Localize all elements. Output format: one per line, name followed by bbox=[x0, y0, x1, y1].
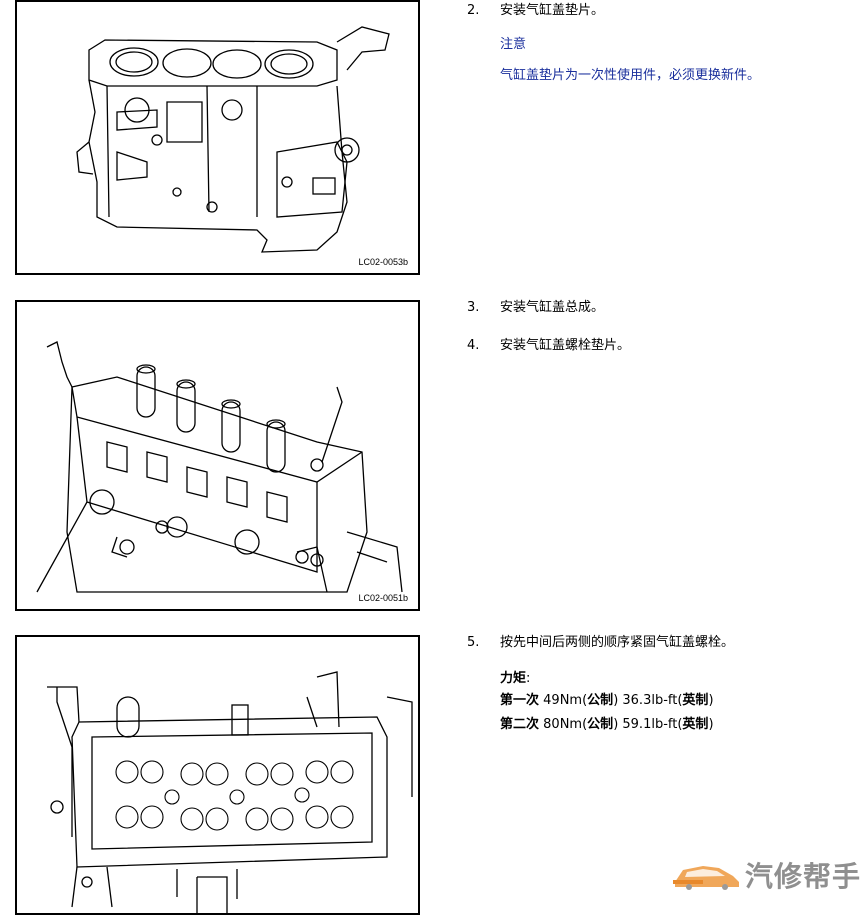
watermark-text: 汽修帮手 bbox=[744, 860, 861, 893]
figure-cylinder-head: LC02-0051b bbox=[15, 300, 420, 611]
engine-block-illustration bbox=[76, 26, 390, 253]
metric-label: 公制 bbox=[587, 717, 614, 732]
car-logo-icon bbox=[672, 866, 739, 890]
step-number: 4. bbox=[467, 338, 480, 353]
step-2: 2. 安装气缸盖垫片。 bbox=[467, 2, 604, 20]
second-imperial-value: ) 59.1lb-ft( bbox=[613, 717, 683, 732]
step-4: 4. 安装气缸盖螺栓垫片。 bbox=[467, 337, 630, 355]
figure-bolt-sequence bbox=[15, 635, 420, 915]
step-text: 安装气缸盖螺栓垫片。 bbox=[500, 338, 631, 353]
first-imperial-value: ) 36.3lb-ft( bbox=[613, 693, 683, 708]
imperial-label: 英制 bbox=[682, 717, 709, 732]
first-pass-label: 第一次 bbox=[500, 693, 540, 708]
second-pass-label: 第二次 bbox=[500, 717, 540, 732]
watermark-logo: 汽修帮手 bbox=[672, 855, 861, 895]
note-title: 注意 bbox=[500, 37, 527, 52]
second-metric-value: 80Nm( bbox=[543, 717, 588, 732]
close-paren: ) bbox=[708, 693, 714, 708]
torque-label: 力矩 bbox=[500, 671, 527, 686]
step-5: 5. 按先中间后两侧的顺序紧固气缸盖螺栓。 bbox=[467, 634, 734, 652]
note-text: 气缸盖垫片为一次性使用件，必须更换新件。 bbox=[500, 68, 761, 83]
step-number: 3. bbox=[467, 300, 480, 315]
close-paren: ) bbox=[708, 717, 714, 732]
step-number: 5. bbox=[467, 635, 480, 650]
first-metric-value: 49Nm( bbox=[543, 693, 588, 708]
bolt-sequence-illustration bbox=[47, 671, 413, 913]
step-3: 3. 安装气缸盖总成。 bbox=[467, 299, 604, 317]
metric-label: 公制 bbox=[587, 693, 614, 708]
cylinder-head-illustration bbox=[36, 341, 403, 593]
step-text: 安装气缸盖垫片。 bbox=[500, 3, 605, 18]
step-text: 安装气缸盖总成。 bbox=[500, 300, 605, 315]
torque-heading: 力矩: bbox=[500, 667, 530, 686]
figure-code: LC02-0053b bbox=[358, 257, 408, 267]
step-text: 按先中间后两侧的顺序紧固气缸盖螺栓。 bbox=[500, 635, 735, 650]
torque-first-pass: 第一次 49Nm(公制) 36.3lb-ft(英制) bbox=[500, 689, 714, 708]
step-number: 2. bbox=[467, 3, 480, 18]
figure-code: LC02-0051b bbox=[358, 593, 408, 603]
imperial-label: 英制 bbox=[682, 693, 709, 708]
torque-second-pass: 第二次 80Nm(公制) 59.1lb-ft(英制) bbox=[500, 713, 714, 732]
figure-engine-block: LC02-0053b bbox=[15, 0, 420, 275]
torque-colon: : bbox=[526, 671, 531, 686]
